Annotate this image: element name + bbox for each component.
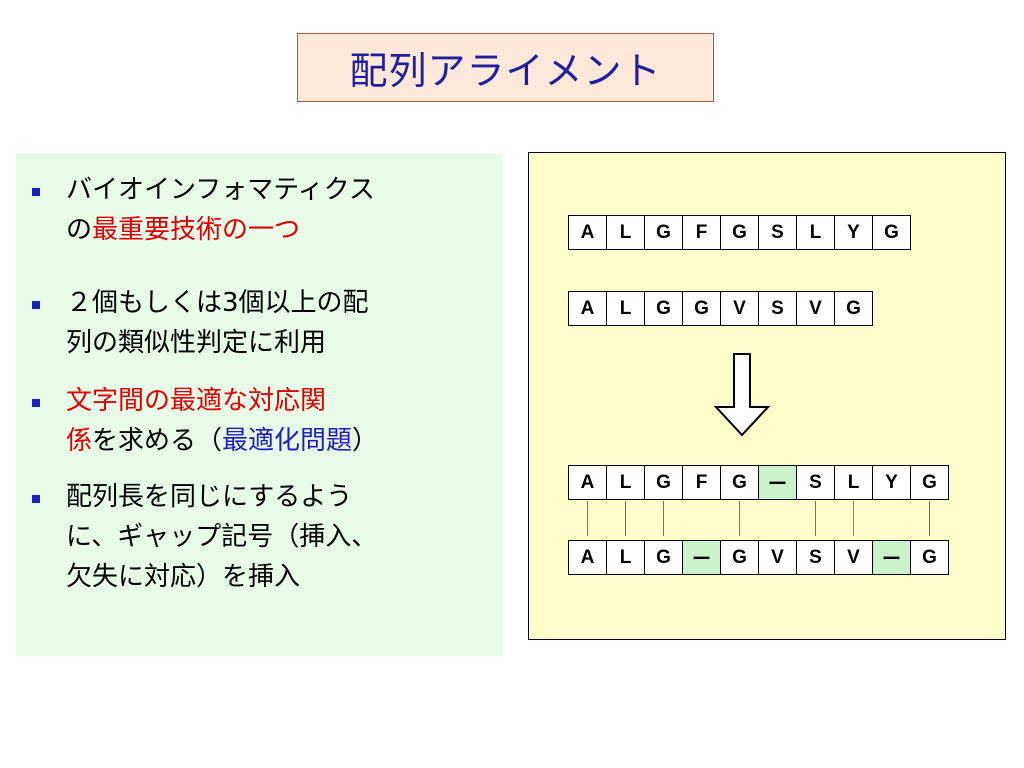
bullet-line: 列の類似性判定に利用 <box>38 323 498 363</box>
bullet-line: の最重要技術の一つ <box>38 210 498 250</box>
residue-cell: G <box>644 465 683 500</box>
bullet-text: 列の類似性判定に利用 <box>66 328 327 358</box>
bullet-text: 欠失に対応）を挿入 <box>66 562 301 592</box>
residue-cell: G <box>682 291 721 326</box>
alignment-link-line <box>663 501 664 536</box>
bullet-item: ２個もしくは3個以上の配列の類似性判定に利用 <box>32 283 498 363</box>
alignment-link-line <box>815 501 816 536</box>
residue-cell: A <box>568 465 607 500</box>
residue-cell: L <box>606 215 645 250</box>
bullet-text: 配列長を同じにするよう <box>66 482 353 512</box>
gap-cell: ー <box>872 540 911 575</box>
title-box: 配列アライメント <box>297 33 714 102</box>
residue-cell: S <box>796 465 835 500</box>
bullet-square-icon <box>32 495 40 503</box>
alignment-link-line <box>587 501 588 536</box>
residue-cell: A <box>568 215 607 250</box>
bullet-line: 係を求める（最適化問題） <box>38 421 498 461</box>
residue-cell: G <box>872 215 911 250</box>
alignment-link-line <box>853 501 854 536</box>
residue-cell: L <box>796 215 835 250</box>
residue-cell: F <box>682 215 721 250</box>
bullet-text: ２個もしくは3個以上の配 <box>66 288 369 318</box>
bullet-text: バイオインフォマティクス <box>66 175 375 205</box>
residue-cell: V <box>834 540 873 575</box>
bullet-line: 欠失に対応）を挿入 <box>38 557 498 597</box>
bullet-square-icon <box>32 301 40 309</box>
residue-cell: S <box>796 540 835 575</box>
residue-cell: Y <box>872 465 911 500</box>
residue-cell: V <box>796 291 835 326</box>
bullet-square-icon <box>32 399 40 407</box>
bullet-text: 文字間の最適な対応関 <box>66 386 327 416</box>
residue-cell: G <box>720 215 759 250</box>
residue-cell: A <box>568 291 607 326</box>
residue-cell: G <box>644 291 683 326</box>
alignment-link-line <box>625 501 626 536</box>
residue-cell: F <box>682 465 721 500</box>
bullet-text: 最適化問題 <box>222 426 353 456</box>
bullet-text: に、ギャップ記号（挿入、 <box>66 522 378 552</box>
bullet-square-icon <box>32 188 40 196</box>
residue-cell: Y <box>834 215 873 250</box>
bullet-line: ２個もしくは3個以上の配 <box>38 283 498 323</box>
residue-cell: G <box>644 215 683 250</box>
bullet-item: バイオインフォマティクスの最重要技術の一つ <box>32 170 498 250</box>
gap-cell: ー <box>682 540 721 575</box>
alignment-link-line <box>929 501 930 536</box>
residue-cell: V <box>758 540 797 575</box>
residue-cell: L <box>606 291 645 326</box>
residue-cell: G <box>720 465 759 500</box>
bullet-text: の <box>66 215 93 245</box>
bullet-line: バイオインフォマティクス <box>38 170 498 210</box>
bullet-text: を求める（ <box>92 426 223 456</box>
slide-title: 配列アライメント <box>349 49 662 93</box>
residue-cell: G <box>910 465 949 500</box>
residue-cell: G <box>834 291 873 326</box>
bullet-line: に、ギャップ記号（挿入、 <box>38 517 498 557</box>
residue-cell: A <box>568 540 607 575</box>
residue-cell: V <box>720 291 759 326</box>
gap-cell: ー <box>758 465 797 500</box>
bullet-item: 文字間の最適な対応関係を求める（最適化問題） <box>32 381 498 461</box>
bullet-text: ） <box>352 426 379 456</box>
down-arrow-icon <box>714 353 770 437</box>
residue-cell: L <box>834 465 873 500</box>
residue-cell: L <box>606 465 645 500</box>
bullet-item: 配列長を同じにするように、ギャップ記号（挿入、欠失に対応）を挿入 <box>32 477 498 597</box>
residue-cell: S <box>758 291 797 326</box>
bullet-line: 配列長を同じにするよう <box>38 477 498 517</box>
residue-cell: G <box>910 540 949 575</box>
residue-cell: L <box>606 540 645 575</box>
alignment-link-line <box>739 501 740 536</box>
bullet-text: 係 <box>66 426 93 456</box>
residue-cell: G <box>720 540 759 575</box>
residue-cell: S <box>758 215 797 250</box>
bullet-text: 最重要技術の一つ <box>92 215 301 245</box>
bullet-line: 文字間の最適な対応関 <box>38 381 498 421</box>
residue-cell: G <box>644 540 683 575</box>
